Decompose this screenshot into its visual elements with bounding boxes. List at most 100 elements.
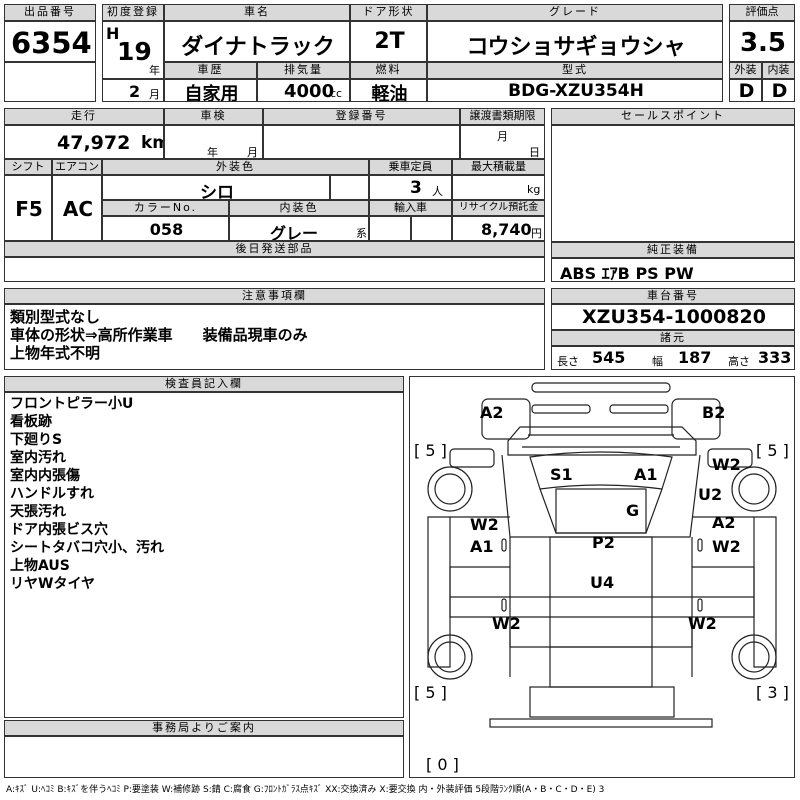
- capacity-header: 乗車定員: [369, 159, 452, 175]
- year-unit: 年: [149, 64, 160, 77]
- tire-left-rear: [ 5 ]: [414, 683, 447, 702]
- diagram-label: W2: [712, 455, 741, 474]
- inspector-note: 下廻りS: [10, 432, 63, 448]
- height: 333: [758, 348, 792, 367]
- inspector-note: リヤWタイヤ: [10, 576, 96, 592]
- diagram-label: B2: [702, 403, 726, 422]
- interior-header: 内装: [762, 62, 795, 79]
- equipment: ABS ｴｱB PS PW: [560, 264, 694, 282]
- displacement-unit: cc: [330, 87, 343, 100]
- damage-diagram: A2 B2 S1 A1 W2 U2 G W2 A1 P2 A2 W2 U4 W2…: [409, 376, 795, 778]
- transfer-day-unit: 日: [529, 146, 540, 159]
- shift-cell: F5: [4, 175, 52, 241]
- diagram-label: U2: [698, 485, 723, 504]
- tire-left-front: [ 5 ]: [414, 441, 447, 460]
- inspector-note: シートタバコ穴小、汚れ: [10, 540, 164, 556]
- inspector-note: ドア内張ビス穴: [10, 522, 108, 538]
- door-cell: 2T: [350, 21, 427, 62]
- shift-header: シフト: [4, 159, 52, 175]
- inspection-month-unit: 月: [247, 146, 258, 159]
- car-name-cell: ダイナトラック: [164, 21, 350, 62]
- note-line: 上物年式不明: [10, 344, 101, 362]
- diagram-label: A1: [634, 465, 658, 484]
- displacement: 4000: [284, 81, 335, 102]
- lot-no-cell: 63541: [4, 21, 96, 62]
- inspector-note: 室内内張傷: [10, 468, 80, 484]
- truck-outline: [427, 382, 777, 728]
- inspector-note: 室内汚れ: [10, 450, 66, 466]
- int-color-header: 内装色: [229, 200, 369, 216]
- era: H: [106, 24, 120, 43]
- model-code-cell: BDG-XZU354H: [427, 79, 723, 102]
- recycle-header: リサイクル預託金: [452, 200, 545, 216]
- note-line: 類別型式なし: [10, 308, 101, 326]
- diagram-label: W2: [712, 537, 741, 556]
- inspector-note: 看板跡: [10, 414, 52, 430]
- color-no: 058: [149, 220, 184, 239]
- fuel: 軽油: [371, 84, 408, 102]
- reg-no-header: 登録番号: [263, 108, 460, 125]
- mileage: 47,972: [57, 132, 131, 154]
- width-label: 幅: [652, 355, 663, 368]
- diagram-label: A2: [480, 403, 504, 422]
- later-parts-cell: [4, 257, 545, 282]
- transfer-deadline-cell: 月 日: [460, 125, 545, 159]
- note-line: 車体の形状⇒高所作業車 装備品現車のみ: [10, 326, 308, 344]
- reg-no-cell: [263, 125, 460, 159]
- color-no-cell: 058: [102, 216, 229, 241]
- import-cell-a: [369, 216, 411, 241]
- sales-point-header: セールスポイント: [551, 108, 795, 125]
- notes-cell: 類別型式なし 車体の形状⇒高所作業車 装備品現車のみ 上物年式不明: [4, 304, 545, 370]
- grade-header: グレード: [427, 4, 723, 21]
- model-code-header: 型式: [427, 62, 723, 79]
- score: 3.5: [739, 28, 787, 58]
- model-code: BDG-XZU354H: [508, 81, 644, 101]
- capacity-unit: 人: [432, 185, 443, 198]
- lot-no-header: 出品番号: [4, 4, 96, 21]
- equipment-cell: ABS ｴｱB PS PW: [551, 258, 795, 282]
- later-parts-header: 後日発送部品: [4, 241, 545, 257]
- spare-tire: [ 0 ]: [426, 755, 459, 774]
- office-cell: [4, 736, 404, 778]
- displacement-header: 排気量: [257, 62, 350, 79]
- diagram-label: W2: [470, 515, 499, 534]
- fuel-header: 燃料: [350, 62, 427, 79]
- exterior-header: 外装: [729, 62, 762, 79]
- aircon-cell: AC: [52, 175, 102, 241]
- recycle: 8,740: [481, 220, 532, 239]
- diagram-label: U4: [590, 573, 615, 592]
- tire-right-rear: [ 3 ]: [756, 683, 789, 702]
- import-cell-b: [411, 216, 452, 241]
- interior-grade: D: [771, 80, 788, 102]
- chassis-no-header: 車台番号: [551, 288, 795, 304]
- shift: F5: [15, 197, 43, 221]
- ext-color-blank: [330, 175, 369, 200]
- inspection-header: 車検: [164, 108, 263, 125]
- max-load-unit: kg: [527, 183, 541, 196]
- diagram-label: W2: [688, 614, 717, 633]
- exterior-cell: D: [729, 79, 762, 102]
- diagram-label: A1: [470, 537, 494, 556]
- capacity-cell: 3 人: [369, 175, 452, 200]
- mileage-header: 走行: [4, 108, 164, 125]
- diagram-label: G: [626, 501, 640, 520]
- car-name-header: 車名: [164, 4, 350, 21]
- door-header: ドア形状: [350, 4, 427, 21]
- inspection-cell: 年 月: [164, 125, 263, 159]
- history-header: 車歴: [164, 62, 257, 79]
- diagram-label: S1: [550, 465, 573, 484]
- chassis-no: XZU354-1000820: [582, 306, 766, 328]
- displacement-cell: 4000 cc: [257, 79, 350, 102]
- capacity: 3: [410, 178, 422, 198]
- grade: コウショサギョウシャ: [466, 35, 686, 60]
- door-type: 2T: [374, 29, 405, 54]
- aircon-header: エアコン: [52, 159, 102, 175]
- fuel-cell: 軽油: [350, 79, 427, 102]
- inspector-note: 天張汚れ: [10, 504, 66, 520]
- recycle-cell: 8,740 円: [452, 216, 545, 241]
- score-header: 評価点: [729, 4, 795, 21]
- lot-no-blank: [4, 62, 96, 102]
- chassis-no-cell: XZU354-1000820: [551, 304, 795, 330]
- lot-no: 63541: [11, 26, 95, 60]
- score-cell: 3.5: [729, 21, 795, 62]
